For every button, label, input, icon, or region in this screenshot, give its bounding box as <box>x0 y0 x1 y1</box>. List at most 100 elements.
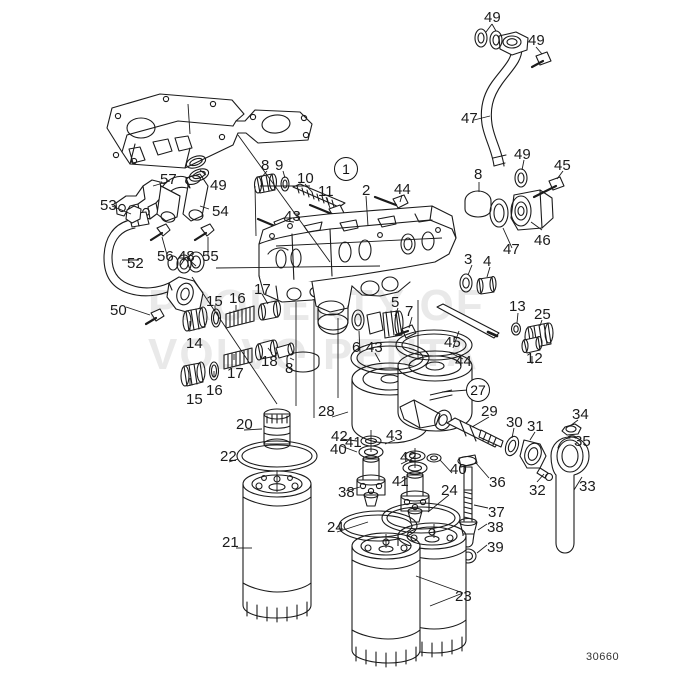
callout-27: 28 <box>318 403 335 420</box>
part-44-bolt-right <box>532 176 565 199</box>
callout-17-upper: 16 <box>229 290 246 307</box>
part-39-washer <box>426 453 442 463</box>
part-20-filter-nipple <box>263 408 291 450</box>
part-57-gasket-plate <box>106 93 313 169</box>
part-3-washer <box>459 273 473 293</box>
part-55-bolt <box>149 223 171 242</box>
callout-39: 40 <box>450 461 467 478</box>
callout-43-right: 44 <box>455 353 472 370</box>
callout-48-left: 48 <box>178 248 195 265</box>
callout-46: 46 <box>534 232 551 249</box>
part-8-plug-center <box>286 351 320 373</box>
part-49-oring-lower-right <box>514 168 528 188</box>
part-24-orings <box>338 502 461 542</box>
callout-50-top: 49 <box>528 32 545 49</box>
part-17-spring-lower <box>223 347 253 370</box>
part-32-dipstick-tube <box>550 436 590 554</box>
callout-44-right: 45 <box>554 157 571 174</box>
callout-16-lower: 16 <box>206 382 223 399</box>
callout-30: 31 <box>527 418 544 435</box>
callout-38-left: 38 <box>338 484 355 501</box>
callout-20: 20 <box>236 416 253 433</box>
callout-33: 34 <box>572 406 589 423</box>
leader-lines <box>111 23 583 607</box>
part-11-stud <box>292 183 346 208</box>
callout-10: 9 <box>275 157 284 174</box>
callout-8-center: 8 <box>285 360 294 377</box>
callout-2: 2 <box>362 182 371 199</box>
callout-5: 5 <box>391 294 400 311</box>
part-15-plug-upper <box>182 306 208 332</box>
callout-32: 33 <box>579 478 596 495</box>
part-13-plug <box>521 335 543 354</box>
callout-1-circled: 1 <box>334 157 358 181</box>
part-15-plug-lower <box>180 361 206 387</box>
callout-45: 45 <box>444 334 461 351</box>
callout-49-left: 49 <box>210 177 227 194</box>
callout-6: 6 <box>352 339 361 356</box>
part-49-orings-top <box>474 28 503 50</box>
part-5-valve <box>366 310 404 339</box>
callout-12: 11 <box>318 183 334 200</box>
part-26-cooler-reference <box>429 394 453 401</box>
callout-21: 21 <box>222 534 239 551</box>
callout-34: 35 <box>574 433 591 450</box>
callout-42-right: 43 <box>386 427 403 444</box>
part-19-valve-lower <box>254 339 295 361</box>
callout-17-lower: 17 <box>227 365 244 382</box>
part-31-pin <box>544 472 554 482</box>
callout-15-lower: 15 <box>186 391 203 408</box>
callout-48-hose: 47 <box>461 110 478 127</box>
part-45-stud <box>436 303 500 339</box>
callout-14: 13 <box>509 298 526 315</box>
part-46-thermostat-housing <box>510 189 554 231</box>
part-49-orings-left <box>185 155 210 182</box>
callout-55: 56 <box>157 248 174 265</box>
callout-42-left: 42 <box>331 428 348 445</box>
part-17-spring-upper <box>225 305 255 329</box>
part-14-washer <box>510 322 522 336</box>
callout-40-left: 40 <box>330 441 347 458</box>
callout-49-right: 49 <box>514 146 531 163</box>
part-54-bolt <box>193 223 215 242</box>
callout-41-left: 41 <box>345 434 362 451</box>
callout-52: 53 <box>100 197 117 214</box>
part-47-oring <box>489 198 509 228</box>
part-50-bolt-top <box>530 51 552 69</box>
part-53-elbow-fitting <box>156 173 209 223</box>
part-4-plug <box>476 275 497 295</box>
part-50-bolt-left <box>144 308 165 326</box>
callout-22: 22 <box>220 448 237 465</box>
callout-8-right: 8 <box>474 166 483 183</box>
part-10-washer <box>280 176 290 192</box>
callout-50-left: 50 <box>110 302 127 319</box>
callout-7: 7 <box>405 303 414 320</box>
callout-28: 29 <box>481 403 498 420</box>
callout-35: 36 <box>489 474 506 491</box>
part-35-bolt <box>457 454 478 491</box>
part-30-lever <box>519 439 549 479</box>
part-33-nut <box>561 423 582 436</box>
callout-4: 4 <box>483 253 492 270</box>
callout-24-right: 24 <box>441 482 458 499</box>
callout-16-upper: 15 <box>206 293 223 310</box>
callout-19: 18 <box>261 353 278 370</box>
part-21-oil-filter <box>242 470 312 623</box>
callout-49-top: 49 <box>484 9 501 26</box>
callout-53: 54 <box>212 203 229 220</box>
part-6-oring <box>351 309 365 331</box>
callout-38-right: 39 <box>487 539 504 556</box>
part-48-seals-left <box>167 251 205 274</box>
part-16-washer-upper <box>210 308 222 328</box>
part-18-valve-upper <box>257 300 282 321</box>
part-28-shaft <box>446 417 504 448</box>
callout-51: 52 <box>127 255 144 272</box>
part-22-oring <box>236 440 318 472</box>
callout-18: 17 <box>254 281 271 298</box>
callout-37: 38 <box>487 519 504 536</box>
callout-31: 32 <box>529 482 546 499</box>
part-27-oil-cooler-housing <box>351 350 473 444</box>
part-36-spring <box>463 489 473 522</box>
